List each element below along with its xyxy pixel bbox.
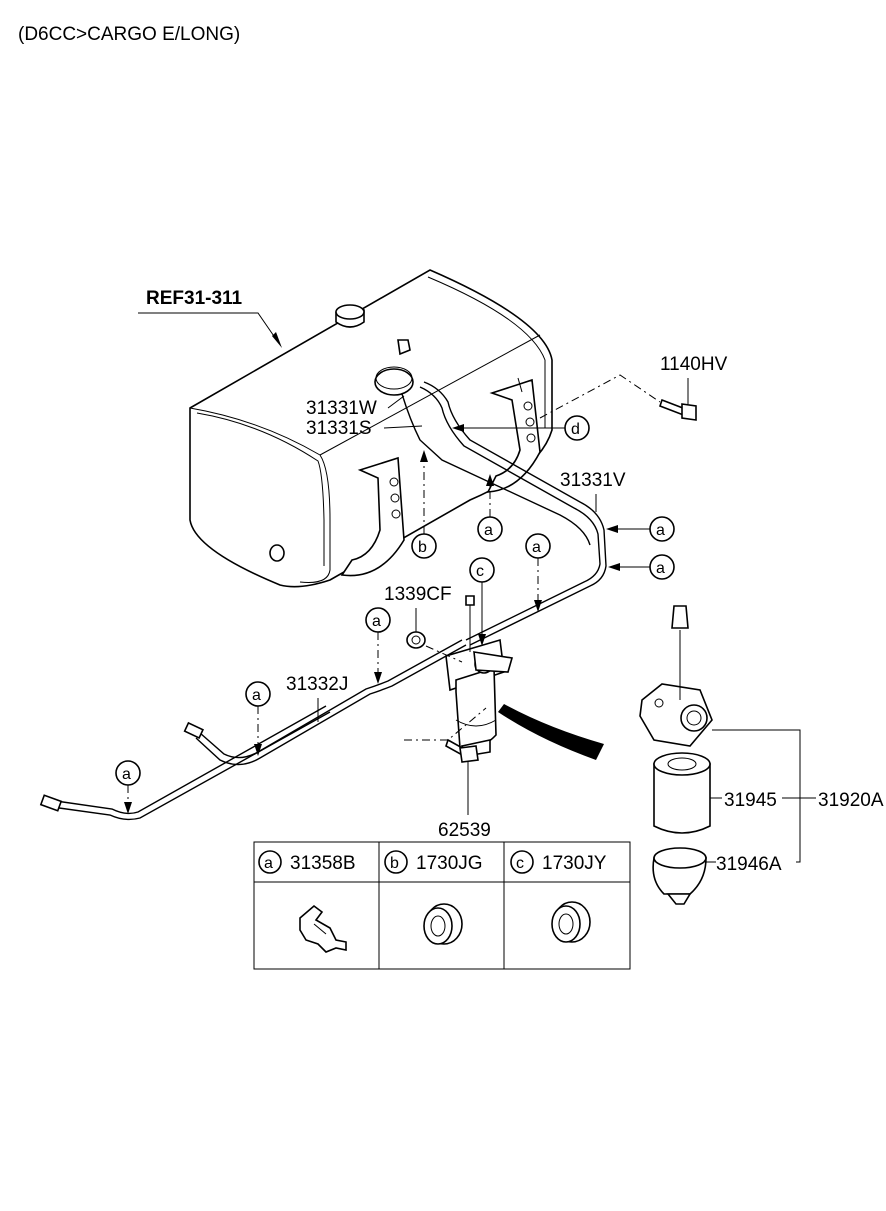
clip-31358B[interactable] [299,904,347,953]
tank-bracket-front [340,456,405,577]
callout-a-center[interactable]: a [365,607,391,633]
label-31331V: 31331V [560,470,626,491]
svg-text:a: a [122,766,131,783]
svg-text:d: d [571,421,580,438]
grommet-1730JG[interactable] [423,903,463,945]
callout-c[interactable]: c [469,557,495,583]
svg-text:a: a [252,687,261,704]
fuel-filter-assembly-62539[interactable] [445,595,514,757]
callout-a-tank[interactable]: a [477,516,503,542]
line-fitting-left-lower [39,794,63,812]
legend-cell-a: a 31358B [258,850,356,953]
label-31920A: 31920A [818,790,884,811]
label-1140HV: 1140HV [660,354,728,375]
tank-filler-cap[interactable] [335,304,365,328]
svg-text:c: c [516,855,524,872]
svg-text:31358B: 31358B [290,853,356,874]
svg-text:a: a [656,522,665,539]
svg-text:1730JG: 1730JG [416,853,483,874]
callout-a-left[interactable]: a [245,681,271,707]
filter-bowl-31946A[interactable] [652,847,707,905]
legend-cell-b: b 1730JG [384,850,483,945]
svg-text:1730JY: 1730JY [542,853,607,874]
bolt-1140HV[interactable] [658,398,697,421]
fuel-tank[interactable] [189,269,553,588]
svg-text:a: a [532,539,541,556]
callout-a-right-upper[interactable]: a [649,516,675,542]
svg-text:b: b [418,539,427,556]
label-62539: 62539 [438,820,491,841]
svg-text:a: a [484,522,493,539]
ref-label: REF31-311 [146,288,243,309]
fuel-sender-unit[interactable] [374,339,414,396]
grommet-1730JY[interactable] [551,901,591,943]
svg-text:c: c [476,563,484,580]
legend-cell-c: c 1730JY [510,850,607,943]
label-31332J: 31332J [286,674,348,695]
callout-a-far-left[interactable]: a [115,760,141,786]
fuel-line-31331V[interactable] [419,381,607,646]
label-31331W: 31331W [306,398,377,419]
fuel-line-31331W[interactable] [401,393,591,546]
svg-text:a: a [656,560,665,577]
callout-d[interactable]: d [564,415,590,441]
shading-wedge [498,704,604,760]
svg-text:a: a [264,855,273,872]
label-31945: 31945 [724,790,777,811]
callout-a-mid[interactable]: a [525,533,551,559]
legend-table: a 31358B b 1730JG c 1730JY [253,841,631,970]
svg-text:a: a [372,613,381,630]
callout-a-right-lower[interactable]: a [649,554,675,580]
callout-b[interactable]: b [411,533,437,559]
label-1339CF: 1339CF [384,584,452,605]
filter-head-31920A[interactable] [639,605,713,747]
svg-text:b: b [390,855,399,872]
diagram-title: (D6CC>CARGO E/LONG) [18,24,240,45]
tank-bracket-rear [486,377,541,493]
nut-1339CF[interactable] [406,631,426,649]
bolt-62539[interactable] [445,738,479,763]
line-fitting-left-upper [183,721,205,739]
filter-element-31945[interactable] [653,752,711,834]
fuel-line-31332J[interactable] [51,639,467,821]
label-31331S: 31331S [306,418,372,439]
label-31946A: 31946A [716,854,782,875]
